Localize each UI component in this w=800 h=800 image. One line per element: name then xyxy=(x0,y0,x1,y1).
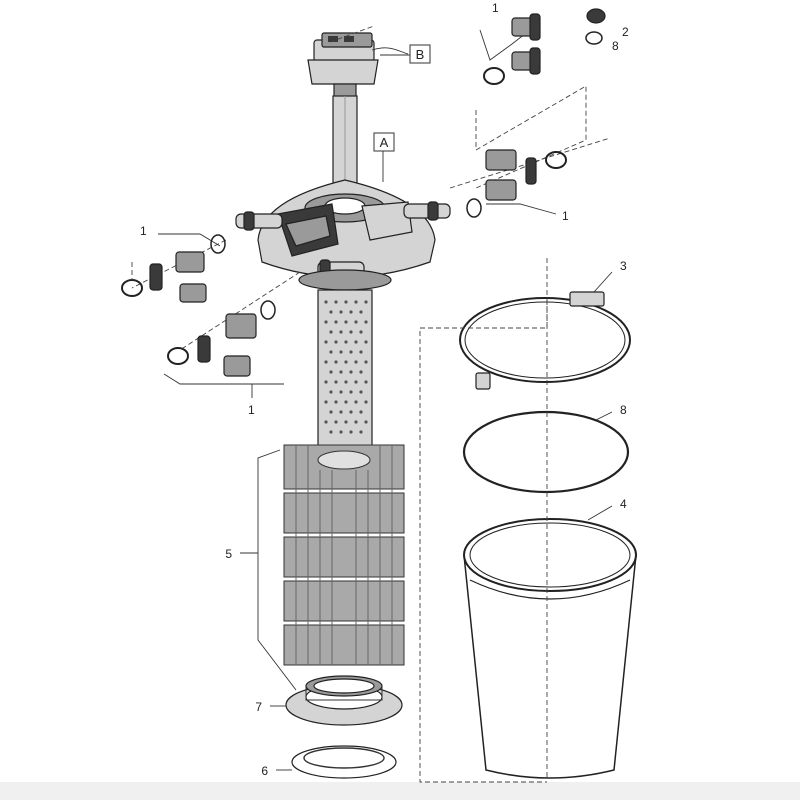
bottom-strip xyxy=(0,782,800,800)
clip-ring xyxy=(291,745,397,779)
leader-3 xyxy=(593,271,613,293)
label-1-bottom: 1 xyxy=(248,403,255,417)
filter-container xyxy=(463,518,637,779)
o-ring xyxy=(462,410,630,494)
label-5: 5 xyxy=(225,547,232,561)
label-7: 7 xyxy=(255,700,262,714)
callout-a-box xyxy=(373,132,395,152)
callout-b-box xyxy=(409,44,431,64)
base-ring xyxy=(285,675,403,726)
fitting-set-right xyxy=(466,149,567,218)
filter-lid xyxy=(235,179,451,291)
fitting-set-left xyxy=(121,233,226,303)
label-2: 2 xyxy=(622,25,629,39)
fitting-set-bottom-left xyxy=(163,300,284,398)
clamp-ring xyxy=(459,291,631,390)
control-unit xyxy=(307,32,409,99)
bracket-5 xyxy=(257,449,297,691)
perforated-core xyxy=(317,289,373,451)
fitting-set-top-right xyxy=(475,8,606,189)
label-8-top: 8 xyxy=(612,39,619,53)
callout-a: A xyxy=(380,135,389,150)
callout-b: B xyxy=(416,47,425,62)
label-1-left: 1 xyxy=(140,224,147,238)
label-6: 6 xyxy=(261,764,268,778)
leader-8 xyxy=(595,411,613,421)
label-1-top: 1 xyxy=(492,1,499,15)
leader-4 xyxy=(587,505,613,521)
label-3: 3 xyxy=(620,259,627,273)
label-1-right: 1 xyxy=(562,209,569,223)
label-4: 4 xyxy=(620,497,627,511)
label-8: 8 xyxy=(620,403,627,417)
filter-foam-stack xyxy=(283,444,405,666)
